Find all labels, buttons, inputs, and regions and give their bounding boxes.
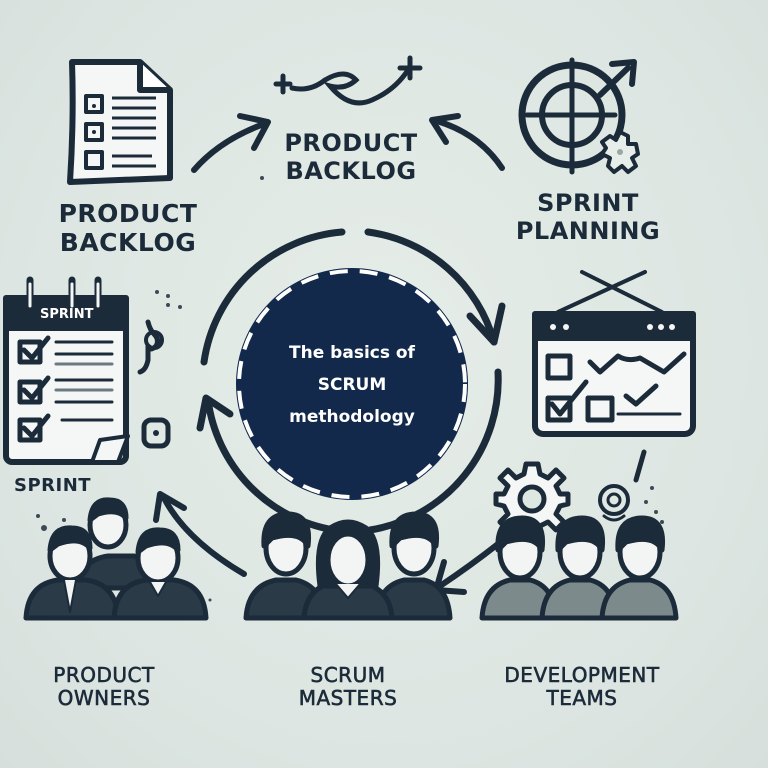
arrow-to-product-owners bbox=[153, 491, 247, 577]
label-line: SPRINT bbox=[537, 189, 639, 217]
label-product-backlog-left: PRODUCT BACKLOG bbox=[48, 199, 208, 258]
label-sprint-planning: SPRINT PLANNING bbox=[508, 189, 668, 245]
sprint-board-header: SPRINT bbox=[40, 307, 94, 322]
label-sprint: SPRINT bbox=[14, 475, 114, 497]
label-line: BACKLOG bbox=[59, 227, 197, 257]
label-line: PRODUCT bbox=[284, 129, 418, 157]
center-title-line3: methodology bbox=[289, 407, 415, 428]
label-line: TEAMS bbox=[546, 686, 618, 710]
center-title-line1: The basics of bbox=[289, 342, 415, 363]
sprint-clipboard-icon bbox=[3, 276, 182, 465]
label-line: SPRINT bbox=[14, 475, 92, 496]
label-scrum-masters: SCRUM MASTERS bbox=[258, 663, 438, 710]
path-route-icon bbox=[273, 55, 423, 106]
label-line: PLANNING bbox=[515, 216, 661, 245]
center-title-line2: SCRUM bbox=[317, 374, 387, 395]
label-line: PRODUCT bbox=[53, 663, 155, 687]
arrow-to-top-backlog-right bbox=[429, 113, 505, 171]
label-product-owners: PRODUCT OWNERS bbox=[14, 663, 194, 710]
label-product-backlog-top: PRODUCT BACKLOG bbox=[266, 129, 436, 185]
label-line: MASTERS bbox=[298, 686, 398, 710]
label-line: PRODUCT bbox=[58, 199, 198, 228]
label-development-teams: DEVELOPMENT TEAMS bbox=[472, 663, 692, 710]
document-checklist-icon bbox=[67, 59, 173, 185]
people-group-icon bbox=[23, 497, 679, 621]
label-line: SCRUM bbox=[310, 663, 386, 687]
arrow-to-top-backlog bbox=[191, 113, 271, 173]
label-line: BACKLOG bbox=[285, 156, 417, 185]
dashboard-window-icon bbox=[532, 270, 696, 437]
label-line: DEVELOPMENT bbox=[504, 663, 660, 687]
center-circle bbox=[236, 268, 468, 500]
arrow-to-scrum-masters bbox=[433, 541, 501, 595]
label-line: OWNERS bbox=[57, 686, 151, 710]
target-gear-icon bbox=[518, 57, 640, 175]
rocket-icon bbox=[598, 449, 664, 528]
center-title: The basics of SCRUM methodology bbox=[252, 300, 452, 470]
